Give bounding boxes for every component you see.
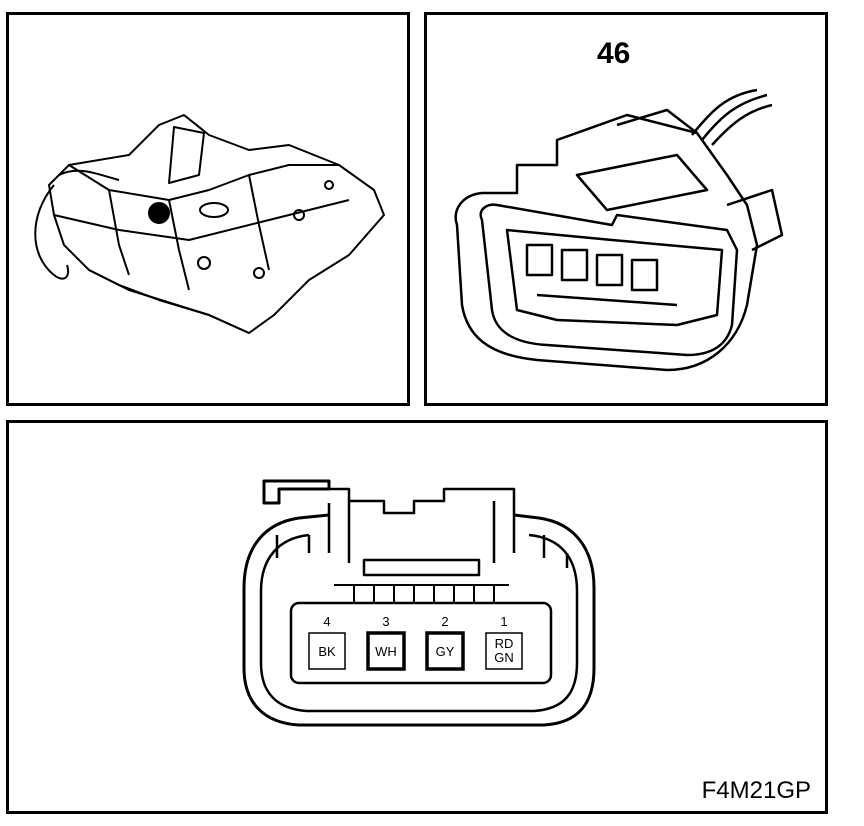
fuel-tank-panel — [6, 12, 410, 406]
connector-number: 46 — [597, 37, 631, 70]
pin-number-1: 1 — [500, 614, 507, 629]
pin-box-2 — [425, 631, 465, 671]
connector-illustration — [454, 88, 784, 372]
pin-wire-color-2: GY — [436, 644, 455, 659]
fuel-tank-illustration — [34, 114, 385, 334]
pin-wire-color-3: WH — [375, 644, 397, 659]
pin-number-4: 4 — [323, 614, 330, 629]
connector-panel: 46 — [424, 12, 828, 406]
pin-box-3 — [366, 631, 406, 671]
pin-number-3: 3 — [382, 614, 389, 629]
figure-code: F4M21GP — [701, 777, 811, 804]
pin-box-4 — [308, 632, 346, 670]
pin-wire-color-1: RD — [495, 636, 514, 651]
pin-wire-color-1-b: GN — [494, 650, 514, 665]
pin-box-1 — [485, 632, 523, 670]
pin-number-2: 2 — [441, 614, 448, 629]
pin-wire-color-4: BK — [318, 644, 336, 659]
